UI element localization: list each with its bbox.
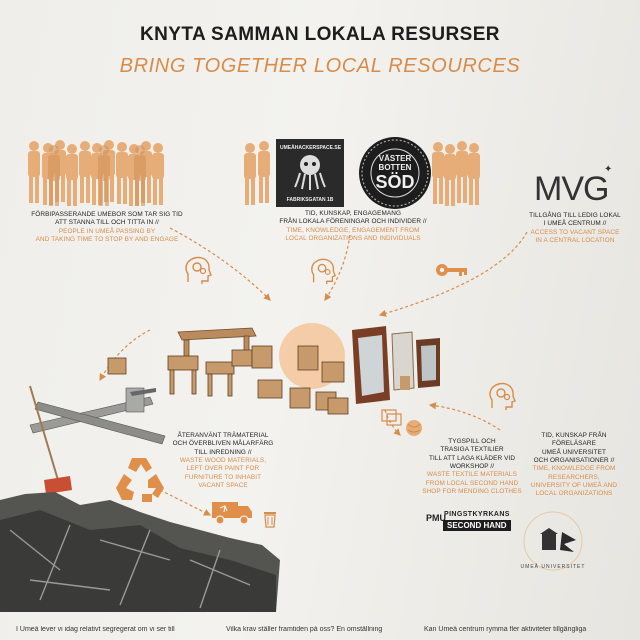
caption-university-en-1: TIME, KNOWLEDGE FROM bbox=[532, 465, 616, 473]
arrow-passersby bbox=[169, 227, 271, 301]
caption-university-en-4: LOCAL ORGANIZATIONS bbox=[535, 490, 613, 498]
recycle-icon bbox=[116, 458, 164, 502]
wood-planks bbox=[29, 387, 166, 445]
pmu-mark: PMU bbox=[426, 513, 446, 523]
caption-university-en-3: UNIVERSITY OF UMEÅ AND bbox=[530, 481, 618, 489]
caption-engagement: TID, KUNSKAP, ENGAGEMANG FRÅN LOKALA FÖR… bbox=[268, 210, 438, 243]
caption-textiles-sv-2: TRASIGA TEXTILIER bbox=[440, 446, 504, 454]
hackerspace-logo-bottom: FABRIKSGATAN 1B bbox=[286, 197, 334, 203]
second-hand-label: SECOND HAND bbox=[443, 520, 511, 531]
caption-textiles-sv-1: TYGSPILL OCH bbox=[448, 438, 496, 445]
caption-university-en-2: RESEARCHERS, bbox=[548, 473, 600, 481]
hackerspace-logo: UMEÅHACKERSPACE.SE FABRIKSGATAN 1B bbox=[276, 139, 344, 207]
caption-university-sv-1: TID, KUNSKAP FRÅN bbox=[541, 432, 607, 439]
poster-subtitle: BRING TOGETHER LOCAL RESOURCES bbox=[119, 55, 521, 77]
caption-passersby-en-1: PEOPLE IN UMEÅ PASSING BY bbox=[58, 227, 156, 235]
broom-icon bbox=[29, 385, 72, 494]
bottom-text-col1: I Umeå lever vi idag relativt segregerat… bbox=[16, 626, 175, 633]
caption-engagement-en-1: TIME, KNOWLEDGE, ENGAGEMENT FROM bbox=[286, 226, 420, 234]
bottom-text-col2: Vilka krav ställer framtiden på oss? En … bbox=[226, 626, 383, 633]
caption-engagement-sv-1: TID, KUNSKAP, ENGAGEMANG bbox=[304, 210, 402, 217]
fabric-icon bbox=[381, 409, 422, 436]
caption-vacant: TILLGÅNG TILL LEDIG LOKAL I UMEÅ CENTRUM… bbox=[520, 212, 630, 245]
caption-wood: ÅTERANVÄNT TRÄMATERIAL OCH ÖVERBLIVEN MÅ… bbox=[168, 432, 278, 490]
head-gears-icon bbox=[185, 256, 212, 284]
caption-wood-en-2: LEFT OVER PAINT FOR bbox=[186, 465, 260, 473]
umea-universitet-logo: UMEÅ UNIVERSITET bbox=[520, 510, 586, 572]
table-furniture bbox=[177, 327, 257, 365]
arrow-university bbox=[428, 402, 501, 431]
mirror-frames bbox=[352, 326, 440, 404]
truck-icon bbox=[212, 502, 252, 525]
head-gears-icon bbox=[489, 382, 516, 410]
caption-university: TID, KUNSKAP FRÅN FÖRELÄSARE UMEÅ UNIVER… bbox=[522, 432, 626, 499]
trash-bin-icon bbox=[264, 512, 276, 528]
arrow-textiles bbox=[384, 409, 401, 436]
hackerspace-logo-top: UMEÅHACKERSPACE.SE bbox=[280, 145, 342, 151]
bottom-text-col3: Kan Umeå centrum rymma fler aktiviteter … bbox=[424, 626, 587, 633]
box-icon bbox=[107, 357, 127, 375]
arrow-recycle bbox=[159, 489, 212, 516]
caption-passersby-sv-1: FÖRBIPASSERANDE UMEBOR SOM TAR SIG TID bbox=[31, 211, 183, 218]
caption-wood-en-1: WASTE WOOD MATERIALS, bbox=[179, 456, 267, 464]
rubble-image bbox=[0, 492, 280, 612]
crowd-silhouette-left bbox=[28, 140, 164, 206]
caption-wood-sv-1: ÅTERANVÄNT TRÄMATERIAL bbox=[177, 432, 269, 439]
arrow-to-wood bbox=[99, 329, 151, 382]
caption-vacant-sv-1: TILLGÅNG TILL LEDIG LOKAL bbox=[529, 212, 621, 219]
caption-textiles-en-3: SHOP FOR MENDING CLOTHES bbox=[422, 487, 522, 495]
star-icon: ✦ bbox=[604, 164, 613, 175]
vasterbotten-logo-line3: SÖD bbox=[375, 172, 415, 192]
vasterbotten-logo-line2: BOTTEN bbox=[378, 163, 412, 172]
round-logo-ring-icon bbox=[361, 139, 429, 207]
caption-wood-sv-3: TILL INREDNING // bbox=[194, 448, 252, 456]
caption-textiles-en-2: FROM LOCAL SECOND HAND bbox=[425, 479, 519, 487]
caption-textiles-en-1: WASTE TEXTILE MATERIALS bbox=[427, 471, 517, 479]
caption-engagement-en-2: LOCAL ORGANIZATIONS AND INDIVIDUALS bbox=[285, 234, 421, 242]
arrow-vacant bbox=[378, 231, 528, 317]
caption-wood-en-4: VACANT SPACE bbox=[198, 481, 248, 489]
caption-vacant-sv-2: I UMEÅ CENTRUM // bbox=[543, 220, 607, 228]
poster-title: KNYTA SAMMAN LOKALA RESURSER bbox=[140, 24, 500, 45]
vasterbotten-logo: VÄSTER BOTTEN SÖD bbox=[359, 137, 431, 209]
head-gears-icon bbox=[311, 258, 337, 285]
caption-wood-sv-2: OCH ÖVERBLIVEN MÅLARFÄRG bbox=[172, 440, 274, 448]
caption-university-sv-4: OCH ORGANISATIONER // bbox=[533, 456, 615, 464]
caption-wood-en-3: FURNITURE TO INHABIT bbox=[184, 473, 262, 481]
caption-passersby: FÖRBIPASSERANDE UMEBOR SOM TAR SIG TID A… bbox=[22, 211, 192, 244]
caption-passersby-sv-2: ATT STANNA TILL OCH TITTA IN // bbox=[55, 219, 159, 227]
caption-passersby-en-2: AND TAKING TIME TO STOP BY AND ENGAGE bbox=[35, 235, 179, 243]
umu-label: UMEÅ UNIVERSITET bbox=[520, 564, 586, 570]
stools-furniture bbox=[107, 345, 349, 415]
caption-vacant-en-2: IN A CENTRAL LOCATION bbox=[535, 236, 615, 244]
caption-university-sv-3: UMEÅ UNIVERSITET bbox=[541, 448, 607, 456]
key-icon bbox=[436, 264, 467, 276]
caption-engagement-sv-2: FRÅN LOKALA FÖRENINGAR OCH INDIVIDER // bbox=[279, 218, 427, 226]
caption-vacant-en-1: ACCESS TO VACANT SPACE bbox=[530, 228, 620, 236]
university-seal-icon bbox=[523, 511, 583, 571]
caption-university-sv-2: FÖRELÄSARE bbox=[552, 440, 596, 448]
caption-textiles-sv-4: WORKSHOP // bbox=[449, 462, 495, 470]
pingstkyrkans-name: PINGSTKYRKANS bbox=[444, 511, 510, 518]
arrow-engagement bbox=[324, 234, 351, 301]
vasterbotten-logo-line1: VÄSTER bbox=[378, 154, 412, 163]
octopus-icon bbox=[294, 155, 326, 190]
mvg-logo: MVG bbox=[534, 170, 609, 208]
caption-textiles-sv-3: TILL ATT LAGA KLÄDER VID bbox=[428, 454, 516, 462]
caption-textiles: TYGSPILL OCH TRASIGA TEXTILIER TILL ATT … bbox=[412, 438, 532, 496]
